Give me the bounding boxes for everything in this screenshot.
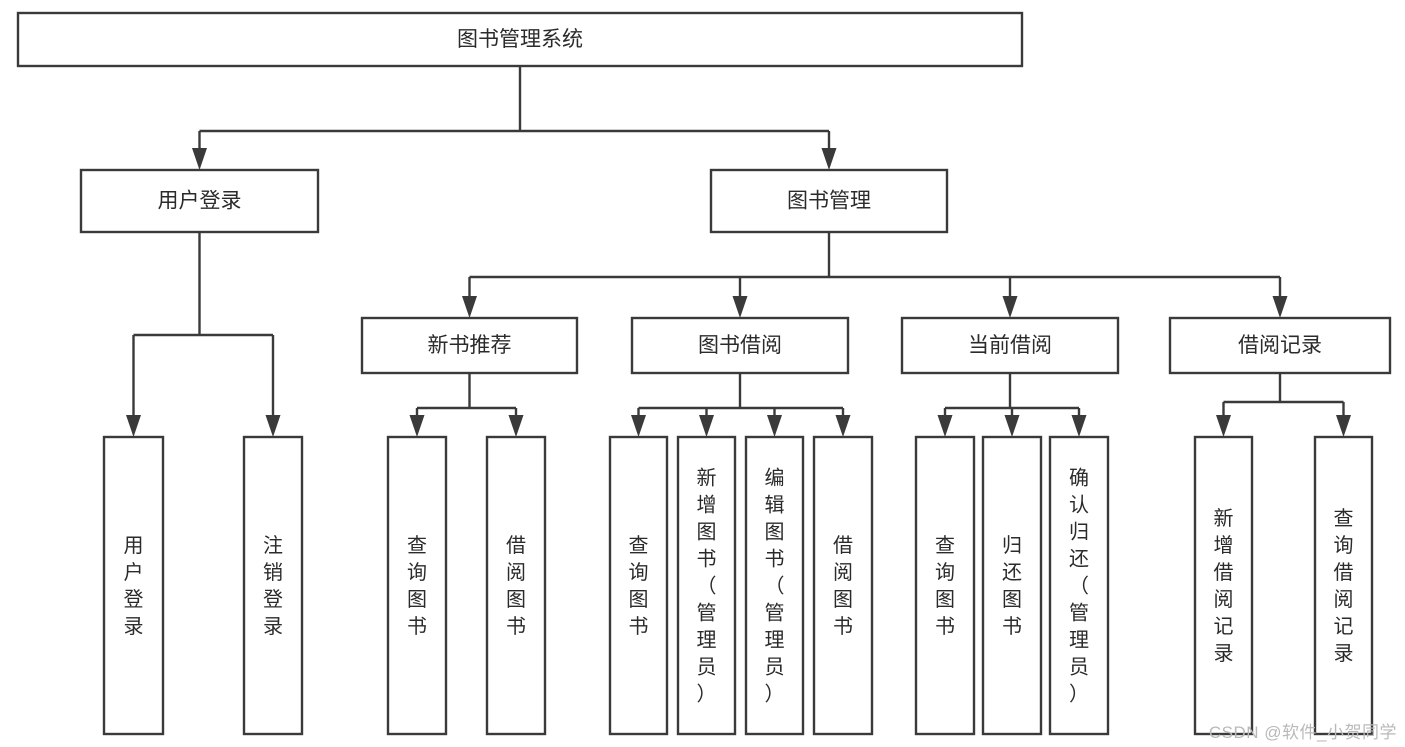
- node-box[interactable]: [485, 435, 547, 736]
- node-box[interactable]: [981, 435, 1043, 736]
- node-box[interactable]: [1313, 435, 1374, 736]
- node-leaf-borrow-book-2[interactable]: 借阅图书: [812, 435, 874, 736]
- arrow-head-icon: [192, 148, 207, 170]
- node-label: 图书借阅: [698, 334, 782, 357]
- node-box[interactable]: [812, 435, 874, 736]
- node-label: 查询借阅记录: [1334, 507, 1354, 665]
- arrow-head-icon: [508, 415, 524, 437]
- node-label: 用户登录: [158, 190, 242, 213]
- node-label: 注销登录: [263, 534, 283, 638]
- node-leaf-return-book[interactable]: 归还图书: [981, 435, 1043, 736]
- arrow-head-icon: [1336, 415, 1351, 437]
- connector-group: [937, 373, 1087, 437]
- node-leaf-borrow-book-1[interactable]: 借阅图书: [485, 435, 547, 736]
- node-label: 新书推荐: [428, 334, 512, 357]
- node-label: 借阅图书: [833, 534, 853, 638]
- node-root[interactable]: 图书管理系统: [16, 11, 1024, 68]
- arrow-head-icon: [126, 415, 141, 437]
- node-box[interactable]: [102, 435, 165, 736]
- node-label: 确认归还（管理员）: [1069, 467, 1089, 706]
- arrow-head-icon: [1272, 296, 1288, 318]
- arrow-head-icon: [767, 415, 782, 437]
- node-leaf-query-book-3[interactable]: 查询图书: [914, 435, 976, 736]
- node-new-book-recommend[interactable]: 新书推荐: [360, 316, 579, 375]
- node-borrow-record[interactable]: 借阅记录: [1168, 316, 1392, 375]
- csdn-watermark: CSDN @软件_小贺同学: [1208, 723, 1397, 742]
- node-label: 当前借阅: [968, 334, 1052, 357]
- node-label: 图书管理: [787, 190, 871, 213]
- node-leaf-add-book[interactable]: 新增图书（管理员）: [676, 435, 737, 736]
- node-box[interactable]: [608, 435, 669, 736]
- connector-group: [1216, 373, 1351, 437]
- connector-group: [192, 66, 837, 170]
- arrow-head-icon: [699, 415, 714, 437]
- node-leaf-user-login[interactable]: 用户登录: [102, 435, 165, 736]
- node-leaf-edit-book[interactable]: 编辑图书（管理员）: [744, 435, 805, 736]
- node-layer: 图书管理系统用户登录图书管理新书推荐图书借阅当前借阅借阅记录用户登录注销登录查询…: [16, 11, 1392, 736]
- node-box[interactable]: [709, 168, 949, 234]
- node-leaf-logout[interactable]: 注销登录: [242, 435, 304, 736]
- arrow-head-icon: [937, 415, 953, 437]
- node-box[interactable]: [744, 435, 805, 736]
- node-leaf-query-record[interactable]: 查询借阅记录: [1313, 435, 1374, 736]
- node-label: 用户登录: [124, 535, 144, 638]
- node-box[interactable]: [900, 316, 1120, 375]
- arrow-head-icon: [1002, 296, 1018, 318]
- arrow-head-icon: [265, 415, 281, 437]
- node-box[interactable]: [630, 316, 850, 375]
- arrow-head-icon: [732, 296, 748, 318]
- node-box[interactable]: [676, 435, 737, 736]
- node-box[interactable]: [386, 435, 448, 736]
- connector-group: [462, 232, 1288, 318]
- node-label: 图书管理系统: [457, 28, 583, 51]
- arrow-head-icon: [1071, 415, 1087, 437]
- connector-group: [409, 373, 524, 437]
- node-box[interactable]: [1193, 435, 1254, 736]
- node-label: 借阅记录: [1238, 334, 1322, 357]
- arrow-head-icon: [1004, 415, 1020, 437]
- node-label: 新增借阅记录: [1214, 507, 1234, 665]
- node-box[interactable]: [242, 435, 304, 736]
- connector-group: [126, 232, 281, 437]
- node-leaf-confirm-return[interactable]: 确认归还（管理员）: [1048, 435, 1110, 736]
- node-leaf-add-record[interactable]: 新增借阅记录: [1193, 435, 1254, 736]
- node-leaf-query-book-1[interactable]: 查询图书: [386, 435, 448, 736]
- node-label: 查询图书: [935, 534, 955, 638]
- node-book-borrow[interactable]: 图书借阅: [630, 316, 850, 375]
- connector-group: [631, 373, 851, 437]
- connector-layer: [126, 66, 1351, 437]
- node-leaf-query-book-2[interactable]: 查询图书: [608, 435, 669, 736]
- node-box[interactable]: [1168, 316, 1392, 375]
- node-box[interactable]: [79, 168, 320, 234]
- node-box[interactable]: [360, 316, 579, 375]
- arrow-head-icon: [1216, 415, 1231, 437]
- node-book-manage[interactable]: 图书管理: [709, 168, 949, 234]
- arrow-head-icon: [462, 296, 477, 318]
- node-label: 借阅图书: [506, 534, 526, 638]
- node-user-login[interactable]: 用户登录: [79, 168, 320, 234]
- node-box[interactable]: [16, 11, 1024, 68]
- node-label: 查询图书: [407, 534, 427, 638]
- node-box[interactable]: [1048, 435, 1110, 736]
- arrow-head-icon: [821, 148, 837, 170]
- arrow-head-icon: [835, 415, 851, 437]
- node-label: 新增图书（管理员）: [697, 467, 717, 706]
- arrow-head-icon: [409, 415, 425, 437]
- arrow-head-icon: [631, 415, 646, 437]
- node-label: 归还图书: [1002, 534, 1022, 638]
- node-label: 查询图书: [629, 534, 649, 638]
- node-current-borrow[interactable]: 当前借阅: [900, 316, 1120, 375]
- node-label: 编辑图书（管理员）: [765, 467, 785, 706]
- node-box[interactable]: [914, 435, 976, 736]
